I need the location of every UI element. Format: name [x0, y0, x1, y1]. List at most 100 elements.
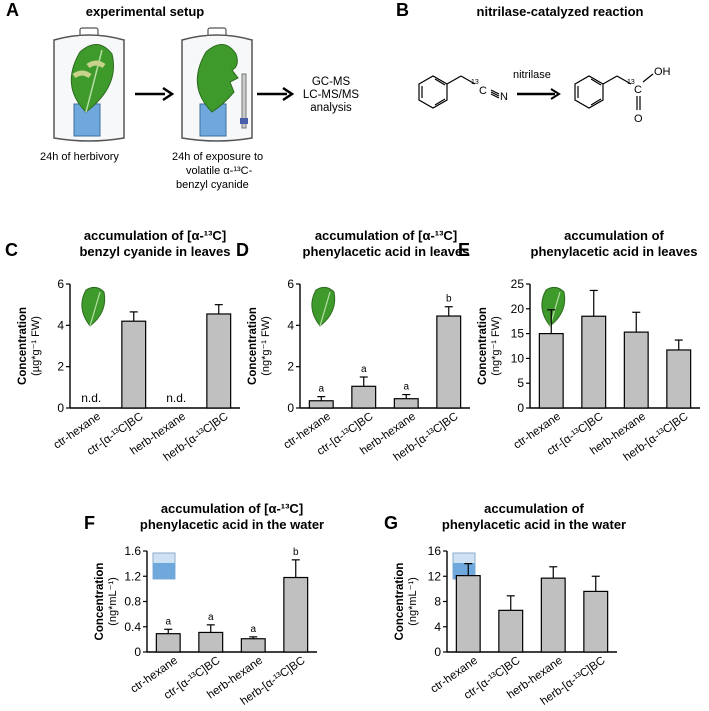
leaf-icon [81, 286, 106, 327]
chart-title-line2: benzyl cyanide in leaves [79, 244, 230, 259]
bar [581, 315, 607, 409]
chart-title-line2: phenylacetic acid in leaves [303, 244, 470, 259]
panel-label-a: A [6, 0, 19, 20]
significance-label: a [250, 624, 256, 635]
chart-title-line2: phenylacetic acid in the water [140, 517, 324, 532]
y-axis-label: Concentration [94, 563, 106, 641]
svg-text:O: O [634, 113, 643, 125]
chart-title-line1: accumulation of [α-¹³C] [161, 501, 303, 516]
bar [308, 400, 334, 409]
y-tick-label: 10 [511, 351, 525, 365]
y-tick-label: 1.2 [124, 569, 141, 583]
step2-caption-line2: volatile α-¹³C- [186, 165, 253, 177]
y-tick-label: 4 [434, 620, 441, 634]
benzyl-cyanide-structure [418, 75, 500, 109]
panel-label-g: G [384, 513, 398, 533]
chart-title-line1: accumulation of [484, 501, 584, 516]
y-axis-label: Concentration [394, 563, 406, 641]
svg-text:C: C [479, 85, 487, 97]
y-tick-label: 25 [511, 277, 525, 291]
y-tick-label: 4 [57, 318, 64, 332]
y-tick-label: 16 [428, 544, 442, 558]
step2-caption-line1: 24h of exposure to [172, 151, 264, 163]
significance-label: a [361, 364, 367, 375]
svg-text:13: 13 [627, 79, 635, 86]
not-detected-label: n.d. [81, 391, 101, 405]
y-axis-unit: (ng*mL⁻¹) [407, 577, 419, 626]
y-tick-label: 5 [517, 376, 524, 390]
svg-text:N: N [500, 91, 508, 103]
analysis-line2: LC-MS/MS [302, 89, 360, 101]
panel-label-b: B [396, 0, 409, 20]
bar [498, 609, 524, 653]
bar [198, 631, 224, 653]
not-detected-label: n.d. [166, 391, 186, 405]
significance-label: a [208, 612, 214, 623]
bar [121, 320, 147, 409]
significance-label: b [293, 547, 299, 558]
y-tick-label: 20 [511, 302, 525, 316]
significance-label: a [403, 382, 409, 393]
y-tick-label: 0 [287, 401, 294, 415]
chart-title-line1: accumulation of [α-¹³C] [315, 228, 457, 243]
analysis-line1: GC-MS [311, 76, 351, 88]
significance-label: a [165, 616, 171, 627]
panel-label-f: F [84, 513, 95, 533]
y-tick-label: 12 [428, 569, 442, 583]
leaf-icon [311, 286, 336, 327]
y-tick-label: 6 [287, 277, 294, 291]
bar [351, 385, 377, 409]
y-tick-label: 0 [517, 401, 524, 415]
y-axis-unit: (µg*g⁻¹ FW) [30, 316, 42, 376]
jar-with-dispenser-icon [181, 27, 253, 142]
panel-label-c: C [5, 240, 18, 260]
step1-caption: 24h of herbivory [40, 151, 119, 163]
y-tick-label: 4 [287, 318, 294, 332]
bar [240, 638, 266, 653]
y-axis-unit: (ng*g⁻¹ FW) [260, 316, 272, 376]
step2-caption-line3: benzyl cyanide [176, 179, 249, 191]
leaf-icon [541, 286, 566, 327]
panel-label-d: D [236, 240, 249, 260]
svg-text:13: 13 [471, 79, 479, 86]
y-tick-label: 0 [57, 401, 64, 415]
jar-with-caterpillars-icon [53, 27, 125, 142]
enzyme-label: nitrilase [513, 69, 551, 81]
y-tick-label: 0 [434, 645, 441, 659]
significance-label: a [318, 384, 324, 395]
chart-title-line2: phenylacetic acid in leaves [531, 244, 698, 259]
significance-label: b [446, 294, 452, 305]
bar [155, 633, 181, 653]
bar [666, 349, 692, 409]
y-tick-label: 15 [511, 327, 525, 341]
chart-title-line1: accumulation of [564, 228, 664, 243]
panel-b-title: nitrilase-catalyzed reaction [476, 4, 644, 19]
chart-title-line2: phenylacetic acid in the water [442, 517, 626, 532]
bar [206, 313, 232, 409]
bar [455, 575, 481, 653]
chart-title-line1: accumulation of [α-¹³C] [84, 228, 226, 243]
y-axis-label: Concentration [477, 307, 489, 385]
panel-a-title: experimental setup [85, 4, 205, 19]
bar [540, 577, 566, 653]
svg-text:C: C [634, 84, 642, 96]
analysis-line3: analysis [310, 102, 352, 114]
bar [538, 333, 564, 409]
y-axis-unit: (ng*mL⁻¹) [107, 577, 119, 626]
y-axis-unit: (ng*g⁻¹ FW) [490, 316, 502, 376]
svg-text:OH: OH [654, 66, 671, 78]
y-tick-label: 2 [287, 360, 294, 374]
y-tick-label: 8 [434, 595, 441, 609]
y-tick-label: 0.4 [124, 620, 141, 634]
arrow-icon [257, 86, 295, 102]
reaction-scheme: 13 C N nitrilase 13 C OH O [418, 66, 671, 125]
phenylacetic-acid-structure [574, 73, 654, 110]
y-axis-label: Concentration [17, 307, 29, 385]
y-tick-label: 2 [57, 360, 64, 374]
panel-label-e: E [458, 240, 470, 260]
